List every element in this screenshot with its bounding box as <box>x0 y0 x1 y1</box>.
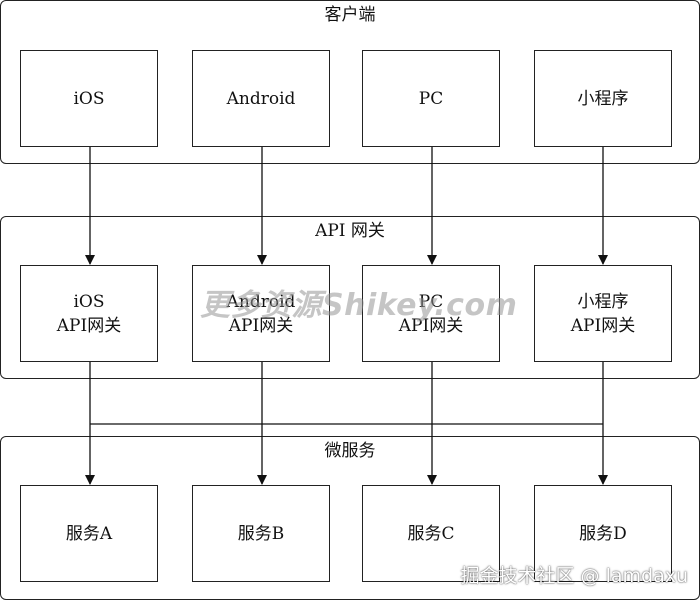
credit-text: 掘金技术社区 @ lamdaxu <box>460 565 689 587</box>
gateway-node-android: Android API网关 <box>192 265 330 362</box>
gateway-node-android-line1: Android <box>226 291 296 312</box>
gateway-node-pc-line1: PC <box>418 291 444 312</box>
client-layer-title: 客户端 <box>324 5 376 25</box>
gateway-node-miniprogram-line2: API网关 <box>570 315 636 336</box>
service-node-a-label: 服务A <box>65 523 113 544</box>
client-node-ios: iOS <box>20 50 158 147</box>
client-node-android: Android <box>192 50 330 147</box>
client-node-ios-label: iOS <box>73 88 105 109</box>
service-node-d-label: 服务D <box>579 523 627 544</box>
client-node-pc: PC <box>362 50 500 147</box>
gateway-node-ios-line2: API网关 <box>56 315 122 336</box>
client-node-pc-label: PC <box>418 88 444 109</box>
services-layer-title: 微服务 <box>324 441 376 461</box>
service-node-d: 服务D <box>534 485 672 582</box>
gateway-node-miniprogram-line1: 小程序 <box>577 291 629 312</box>
client-node-android-label: Android <box>226 88 296 109</box>
gateway-node-ios-line1: iOS <box>73 291 105 312</box>
service-node-c: 服务C <box>362 485 500 582</box>
gateway-node-ios: iOS API网关 <box>20 265 158 362</box>
gateway-node-android-line2: API网关 <box>228 315 294 336</box>
gateway-node-pc: PC API网关 <box>362 265 500 362</box>
gateway-node-pc-line2: API网关 <box>398 315 464 336</box>
gateway-layer-title: API 网关 <box>315 221 385 241</box>
watermark-text: 更多资源Shikey.com <box>200 288 518 323</box>
service-node-b-label: 服务B <box>237 523 285 544</box>
client-node-miniprogram-label: 小程序 <box>577 88 629 109</box>
service-node-c-label: 服务C <box>407 523 455 544</box>
gateway-node-miniprogram: 小程序 API网关 <box>534 265 672 362</box>
service-node-a: 服务A <box>20 485 158 582</box>
service-node-b: 服务B <box>192 485 330 582</box>
client-node-miniprogram: 小程序 <box>534 50 672 147</box>
